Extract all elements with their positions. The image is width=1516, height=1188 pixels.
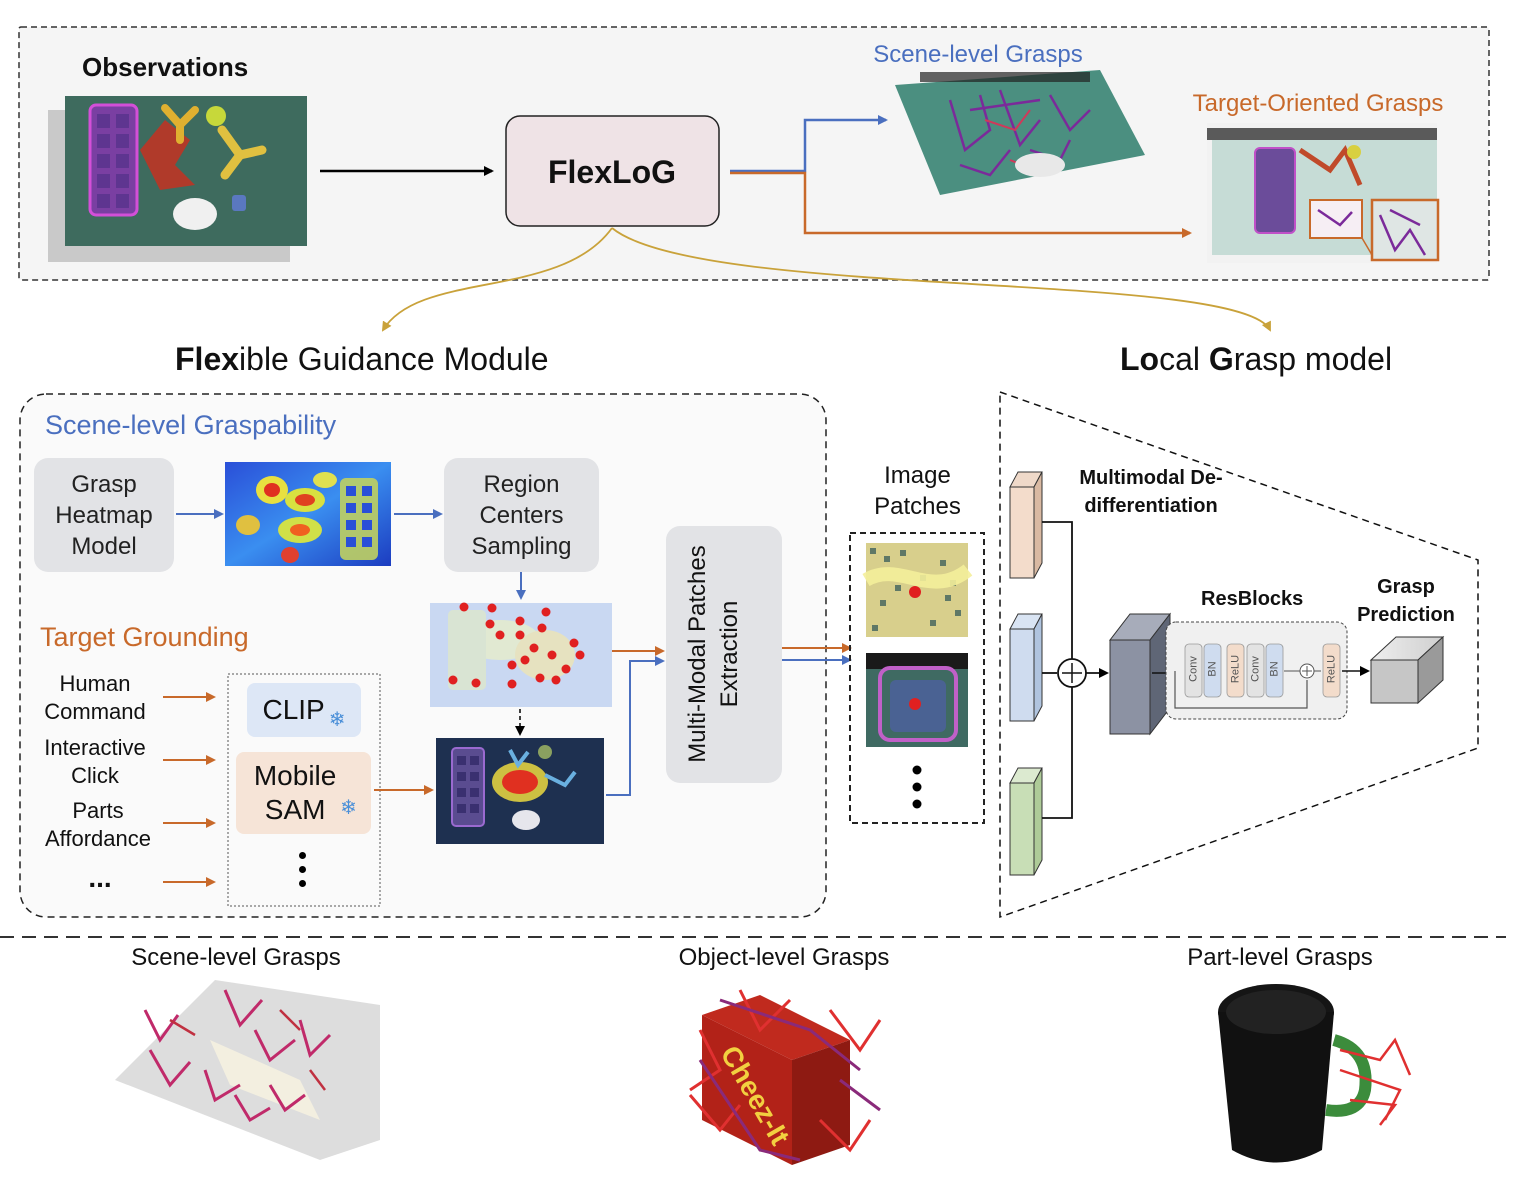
bottom-object-caption: Object-level Grasps: [678, 944, 890, 971]
mug-handle: [1325, 1034, 1372, 1117]
feature-bar-green: [1009, 767, 1043, 876]
target-grasps-title: Target-Oriented Grasps: [1193, 90, 1444, 117]
mobile-sam-label: Mobile SAM: [253, 760, 337, 825]
target-to-extraction-arrow: [606, 656, 665, 796]
region-sampling-label: Region Centers Sampling: [471, 470, 572, 560]
heatmap-model-label: Grasp Heatmap Model: [55, 470, 153, 560]
yellow-clamp-2: [217, 125, 267, 180]
lgm-frustum-frame: [999, 390, 1479, 919]
observations-title: Observations: [82, 52, 249, 82]
layer-bn-1: BN: [1206, 661, 1219, 677]
snowflake-icon: ❄: [328, 708, 346, 731]
grasp-prediction-label: Grasp Prediction: [1357, 576, 1455, 626]
cheezit-box-side: [792, 1040, 850, 1165]
resblock-layers: [1184, 643, 1341, 698]
input-human-command: Human Command: [44, 671, 146, 724]
patch-2-center: [909, 698, 921, 710]
scene-level-grasps: [143, 989, 332, 1123]
fgm-heading: Flexible Guidance Module: [175, 341, 549, 378]
clip-label: CLIP: [262, 694, 325, 725]
gold-arrow-right: [611, 227, 1271, 332]
lgm-heading-rest: rasp model: [1233, 341, 1393, 377]
layer-relu-2: ReLU: [1325, 654, 1338, 684]
input-more: ...: [88, 862, 112, 893]
target-zoom-box: [1309, 199, 1363, 239]
layer-conv-2: Conv: [1249, 656, 1262, 682]
mobile-sam-box: Mobile SAM ❄: [236, 752, 371, 834]
residual-skip-line: [1174, 671, 1308, 709]
lgm-heading-bold-2: G: [1208, 341, 1234, 377]
target-zoom-detail: [1370, 198, 1440, 262]
lgm-heading-mid: cal: [1159, 341, 1209, 377]
models-ellipsis-icon: [296, 852, 308, 892]
scene-graspability-title: Scene-level Graspability: [45, 410, 337, 440]
scene-grasps-title: Scene-level Grasps: [873, 41, 1082, 68]
image-patches-title: Image Patches: [874, 462, 961, 520]
scene-point-cloud: [895, 70, 1145, 195]
fused-feature-block: [1108, 612, 1172, 736]
white-mouse: [173, 198, 217, 230]
flexlog-to-scene-arrow: [730, 115, 888, 173]
feature-bar-orange: [1009, 471, 1043, 579]
target-grounding-title: Target Grounding: [40, 622, 249, 652]
part-level-grasps: [1339, 1037, 1412, 1126]
lgm-heading-bold-1: Lo: [1120, 341, 1160, 377]
input-interactive-click: Interactive Click: [44, 735, 146, 788]
bottom-scene-caption: Scene-level Grasps: [131, 944, 341, 971]
object-level-grasps: [688, 989, 882, 1153]
mm-extraction-label: Multi-Modal Patches Extraction: [684, 545, 743, 763]
patch-1-center: [909, 586, 921, 598]
yellow-clamp: [161, 104, 199, 144]
flexlog-box: [505, 115, 720, 227]
grasp-prediction-cube: [1369, 635, 1445, 705]
heatmap-blobs: [236, 472, 378, 563]
layer-conv-1: Conv: [1187, 656, 1200, 682]
resblocks-label: ResBlocks: [1201, 588, 1304, 610]
flexlog-label: FlexLoG: [548, 154, 676, 190]
feature-bar-blue: [1009, 613, 1043, 722]
sampled-center-dots: [448, 602, 585, 689]
fgm-heading-rest: ible Guidance Module: [239, 341, 549, 377]
snowflake-icon-2: ❄: [340, 797, 357, 819]
top-panel-frame: [18, 26, 1490, 281]
lgm-heading: Local Grasp model: [1120, 341, 1392, 378]
gold-arrow-left: [381, 227, 613, 332]
image-patches-frame: [849, 532, 985, 824]
layer-relu-1: ReLU: [1229, 654, 1242, 684]
fgm-heading-bold: Flex: [175, 341, 240, 377]
mm-dedifferentiation-label: Multimodal De-differentiation: [1079, 467, 1223, 517]
small-bottle: [232, 195, 246, 211]
tennis-ball: [206, 106, 226, 126]
mug-body: [1218, 1012, 1334, 1163]
heatmap-model-box: Grasp Heatmap Model: [34, 458, 174, 572]
cheezit-box-top: [702, 995, 850, 1060]
flexlog-to-target-arrow: [730, 171, 1192, 238]
layer-bn-2: BN: [1268, 661, 1281, 677]
bottom-part-caption: Part-level Grasps: [1187, 944, 1373, 971]
mm-extraction-box: [666, 526, 782, 783]
fgm-panel-frame: [19, 393, 827, 918]
clip-box: CLIP ❄: [247, 683, 361, 737]
input-parts-affordance: Parts Affordance: [44, 798, 151, 851]
cheezit-box-front: [702, 1015, 792, 1165]
region-sampling-box: Region Centers Sampling: [444, 458, 599, 572]
patches-ellipsis: [912, 765, 922, 809]
